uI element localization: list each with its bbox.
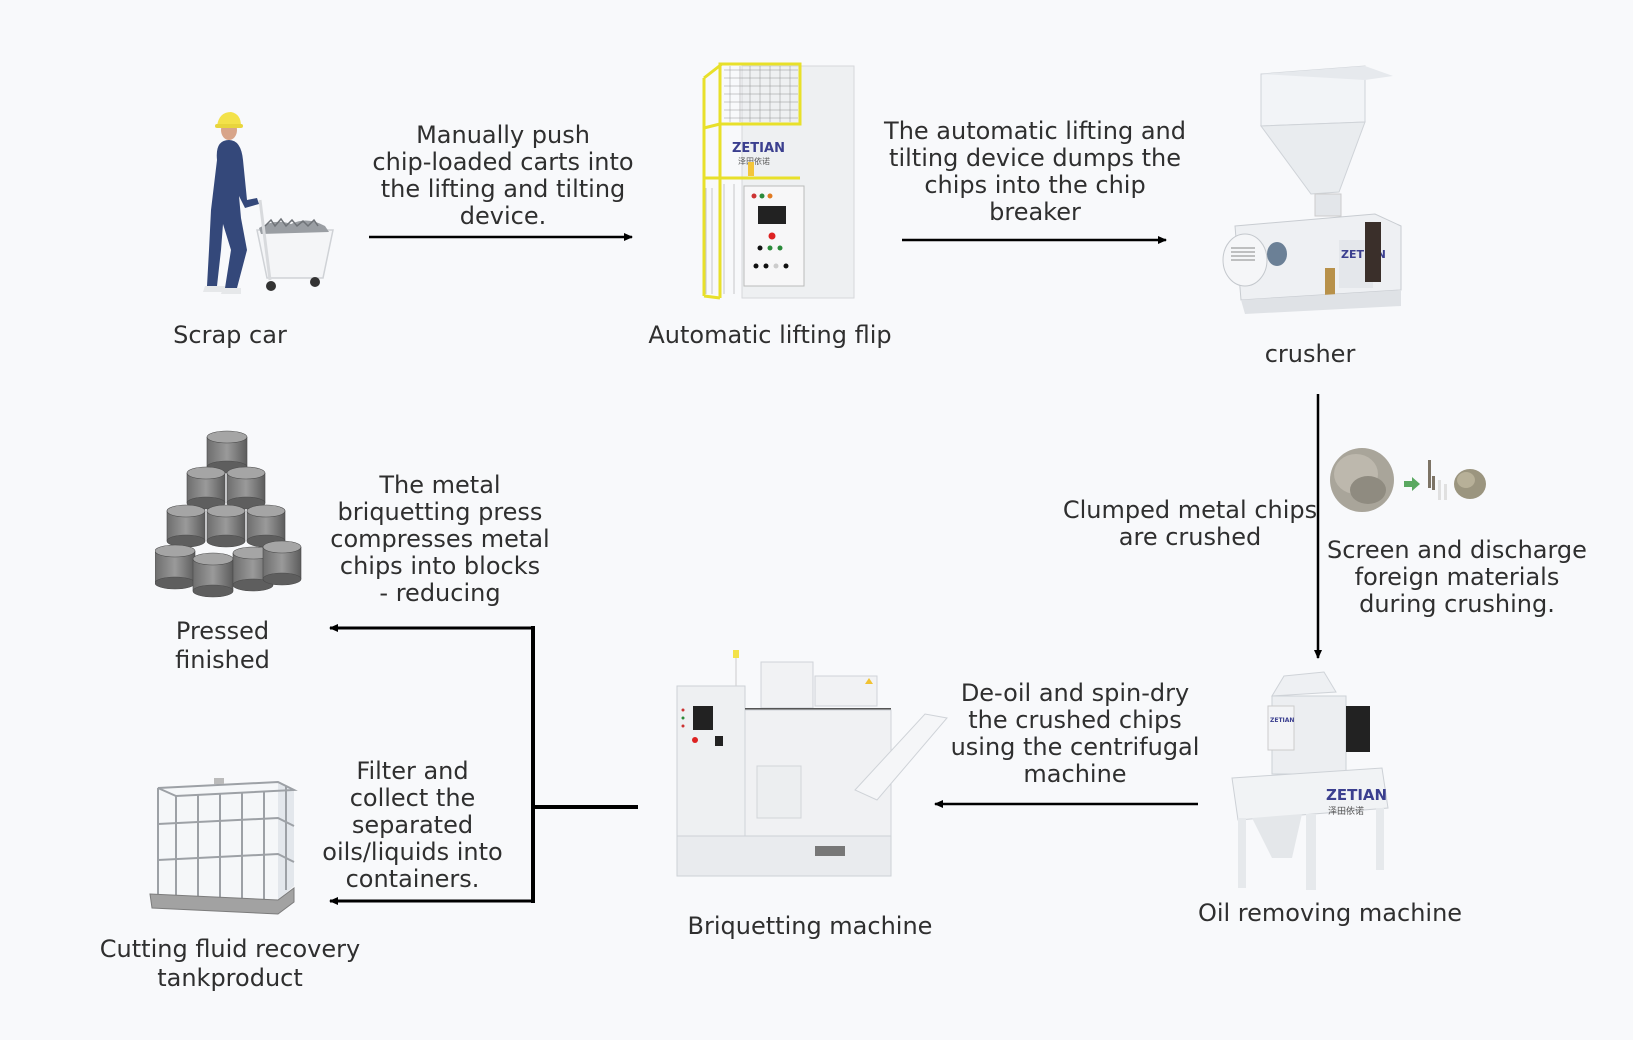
edge-text-compress: The metal briquetting press compresses m… (320, 472, 560, 607)
chip-screening-illustration (1330, 448, 1486, 512)
svg-text:ZETIAN: ZETIAN (1326, 786, 1387, 804)
edge-text-filter: Filter and collect the separated oils/li… (305, 758, 520, 893)
edge-text-line: oils/liquids into (322, 838, 503, 866)
worker-cart-icon (203, 112, 334, 294)
edge-text-line: the crushed chips (968, 706, 1182, 734)
edge-text-line: machine (1023, 760, 1127, 788)
node-label-pressed: Pressed finished (140, 617, 305, 675)
node-label-scrap-car: Scrap car (173, 321, 287, 349)
edge-text-line: Filter and (356, 757, 469, 785)
side-note-line: Screen and discharge (1327, 536, 1587, 564)
edge-text-line: the lifting and tilting (380, 175, 626, 203)
edge-text-line: device. (459, 202, 547, 230)
edge-text-line: chips into the chip (924, 171, 1146, 199)
edge-text-line: using the centrifugal (950, 733, 1200, 761)
edge-text-line: The automatic lifting and (884, 117, 1186, 145)
node-label-line: Cutting fluid recovery (99, 935, 361, 963)
edge-text-line: separated (351, 811, 474, 839)
edge-text-auto-dump: The automatic lifting and tilting device… (880, 118, 1190, 226)
edge-text-line: tilting device dumps the (889, 144, 1181, 172)
crusher-machine-icon: ZETIAN (1222, 65, 1402, 314)
side-note-screening: Screen and discharge foreign materials d… (1322, 537, 1592, 618)
briquetting-machine-icon (676, 650, 948, 877)
node-label-crusher: crusher (1264, 340, 1356, 368)
briquettes-stack-icon (155, 430, 302, 598)
lifting-tilting-machine-icon: ZETIAN 泽田依诺 (702, 62, 855, 300)
edge-text-line: The metal (379, 471, 501, 499)
side-note-line: foreign materials (1354, 563, 1560, 591)
edge-text-line: breaker (989, 198, 1081, 226)
edge-text-line: Manually push (416, 121, 590, 149)
node-label-line: finished (175, 646, 270, 674)
green-arrow-icon (1404, 477, 1420, 491)
centrifuge-machine-icon: ZETIAN ZETIAN 泽田依诺 (1231, 671, 1389, 890)
briquette (206, 430, 248, 474)
edge-text-line: collect the (349, 784, 476, 812)
node-label-fluid-tank: Cutting fluid recovery tankproduct (80, 935, 380, 993)
edge-text-manual-push: Manually push chip-loaded carts into the… (370, 122, 636, 230)
svg-text:泽田依诺: 泽田依诺 (738, 156, 770, 166)
node-label-oil-removing: Oil removing machine (1197, 899, 1463, 927)
edge-text-line: containers. (345, 865, 480, 893)
side-note-line: during crushing. (1359, 590, 1555, 618)
node-label-line: Pressed (175, 617, 270, 645)
edge-text-line: De-oil and spin-dry (960, 679, 1190, 707)
edge-text-line: compresses metal (330, 525, 550, 553)
node-label-lifting-flip: Automatic lifting flip (648, 321, 892, 349)
svg-text:ZETIAN: ZETIAN (1270, 717, 1294, 724)
svg-text:ZETIAN: ZETIAN (732, 141, 785, 156)
edge-text-line: - reducing (379, 579, 501, 607)
edge-text-line: chips into blocks (339, 552, 541, 580)
edge-text-line: are crushed (1118, 523, 1262, 551)
edge-text-line: chip-loaded carts into (372, 148, 634, 176)
edge-text-deoil: De-oil and spin-dry the crushed chips us… (940, 680, 1210, 788)
node-label-briquetting: Briquetting machine (687, 912, 933, 940)
svg-text:泽田依诺: 泽田依诺 (1328, 805, 1364, 817)
node-label-line: tankproduct (157, 964, 303, 992)
edge-text-crushed: Clumped metal chips are crushed (1040, 497, 1340, 551)
edge-text-line: Clumped metal chips (1062, 496, 1318, 524)
edge-text-line: briquetting press (337, 498, 543, 526)
ibc-tank-icon (149, 778, 298, 915)
